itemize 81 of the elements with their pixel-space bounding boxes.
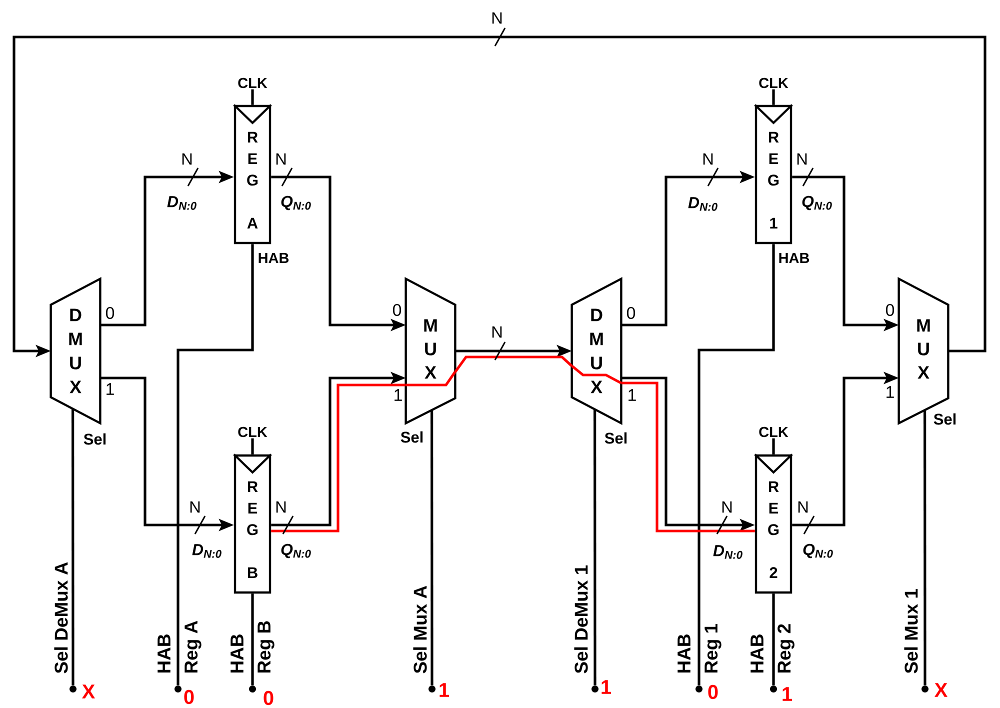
signal-label: HAB — [230, 634, 244, 673]
register-box: R E G 1 — [754, 104, 793, 244]
port-label: 1 — [394, 389, 402, 401]
port-label: 1 — [106, 383, 114, 395]
bus-width-label: N — [190, 501, 200, 513]
clock-label: CLK — [238, 426, 268, 438]
bus-width-label: N — [722, 501, 732, 513]
port-label: HAB — [779, 253, 810, 263]
wire — [772, 438, 775, 454]
highlighted-path — [454, 356, 573, 373]
wire — [594, 409, 596, 686]
clock-label: CLK — [759, 426, 788, 438]
bus-width-label: N — [276, 501, 286, 513]
port-label: Sel — [934, 413, 956, 425]
port-label: D$_{N:0}$ — [713, 545, 742, 559]
port-label: Sel — [400, 431, 423, 443]
signal-label: Sel DeMux 1 — [574, 565, 588, 674]
signal-label: HAB — [750, 634, 764, 673]
port-label: D$_{N:0}$ — [167, 196, 196, 210]
terminal-dot — [770, 686, 777, 692]
signal-label: Sel DeMux A — [54, 562, 68, 674]
wire — [251, 594, 254, 686]
wire — [251, 89, 254, 105]
wire — [251, 438, 254, 454]
terminal-dot — [174, 686, 182, 692]
port-label: Q$_{N:0}$ — [803, 544, 833, 558]
terminal-dot — [696, 686, 702, 692]
register-box: R E G B — [233, 454, 272, 594]
wire — [772, 594, 775, 686]
bus-width-label: N — [492, 326, 502, 338]
logic-value: 1 — [782, 687, 792, 701]
wire — [430, 410, 434, 686]
port-label: Sel — [84, 433, 106, 445]
port-label: 0 — [392, 304, 402, 316]
logic-value: X — [82, 684, 95, 698]
port-label: 1 — [886, 386, 894, 398]
logic-value: 0 — [708, 684, 718, 700]
signal-label: Sel Mux 1 — [904, 588, 918, 674]
wire — [924, 410, 926, 686]
signal-label: Sel Mux A — [413, 586, 427, 674]
port-label: Sel — [604, 432, 627, 444]
terminal-dot — [922, 686, 928, 692]
port-label: 0 — [626, 306, 636, 320]
wire — [176, 244, 254, 686]
terminal-dot — [428, 686, 436, 692]
signal-label: Reg 2 — [778, 624, 794, 673]
port-label: 1 — [628, 389, 636, 401]
terminal-dot — [70, 686, 76, 692]
logic-value: 1 — [602, 680, 612, 694]
bus-width-label: N — [492, 12, 502, 24]
logic-value: 0 — [184, 690, 194, 704]
port-label: 0 — [106, 306, 114, 320]
port-label: Q$_{N:0}$ — [281, 196, 311, 210]
clock-label: CLK — [238, 78, 268, 88]
bus-width-label: N — [182, 153, 192, 165]
port-label: 0 — [886, 304, 894, 316]
signal-label: HAB — [158, 634, 170, 673]
signal-label: Reg A — [184, 620, 202, 673]
signal-label: Reg 1 — [704, 624, 722, 673]
bus-width-label: N — [798, 501, 808, 513]
clock-label: CLK — [759, 78, 788, 88]
bus-width-label: N — [797, 153, 807, 165]
terminal-dot — [249, 686, 256, 692]
terminal-dot — [592, 686, 598, 692]
port-label: Q$_{N:0}$ — [802, 196, 832, 210]
port-label: Q$_{N:0}$ — [281, 544, 311, 558]
register-box: R E G A — [233, 104, 272, 244]
bus-width-label: N — [703, 153, 713, 165]
wire — [72, 408, 74, 686]
register-box: R E G 2 — [754, 454, 793, 594]
port-label: D$_{N:0}$ — [688, 197, 718, 211]
logic-value: X — [934, 683, 948, 697]
signal-label: HAB — [678, 634, 690, 673]
logic-value: 0 — [264, 690, 274, 706]
wire — [772, 89, 775, 105]
port-label: D$_{N:0}$ — [192, 544, 222, 558]
logic-value: 1 — [440, 683, 450, 697]
wire — [698, 244, 775, 686]
bus-width-label: N — [276, 153, 286, 165]
signal-label: Reg B — [258, 621, 274, 673]
port-label: HAB — [258, 253, 289, 263]
